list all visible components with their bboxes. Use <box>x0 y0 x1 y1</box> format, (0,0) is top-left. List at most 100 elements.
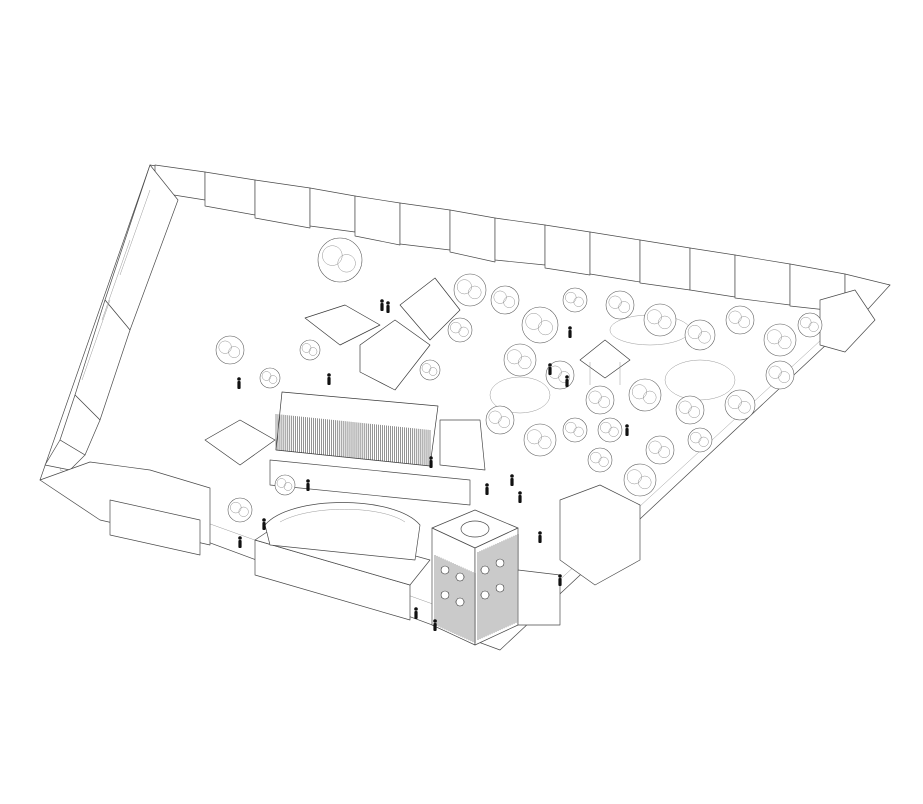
tree <box>562 287 588 313</box>
person-head <box>538 531 542 535</box>
tree <box>765 360 795 390</box>
trees <box>215 237 823 523</box>
people-figures <box>237 299 629 631</box>
tree-foliage <box>608 426 619 437</box>
person-body <box>414 611 418 619</box>
person-head <box>386 301 390 305</box>
tree <box>623 463 657 497</box>
tree-foliage <box>688 406 701 418</box>
person-head <box>558 574 562 578</box>
person-body <box>548 367 552 375</box>
person-head <box>429 456 433 460</box>
tree-foliage <box>618 301 631 313</box>
person-body <box>237 381 241 389</box>
tower-window <box>440 590 450 600</box>
tree <box>797 312 823 338</box>
person-body <box>625 428 629 436</box>
perimeter-buildings-west <box>44 164 179 471</box>
person-head <box>262 518 266 522</box>
person-body <box>238 540 242 548</box>
person-head <box>510 474 514 478</box>
tower-window <box>440 565 450 575</box>
person-body <box>485 487 489 495</box>
tree-foliage <box>598 396 611 408</box>
tree-foliage <box>308 347 318 356</box>
tree <box>453 273 487 307</box>
person-body <box>433 623 437 631</box>
person-head <box>327 373 331 377</box>
tree-foliage <box>698 436 709 447</box>
person-head <box>380 299 384 303</box>
tower-window <box>455 572 465 582</box>
tree-foliage <box>268 375 278 384</box>
central-hall <box>269 391 486 506</box>
tree <box>605 290 635 320</box>
tower-window <box>480 565 490 575</box>
person-body <box>262 522 266 530</box>
tree-foliage <box>598 456 609 467</box>
tree-foliage <box>468 285 482 300</box>
gabled-houses <box>204 277 461 466</box>
tree-foliage <box>283 482 293 491</box>
tower-window <box>455 597 465 607</box>
person-body <box>518 495 522 503</box>
person-head <box>518 491 522 495</box>
tree-foliage <box>558 371 571 383</box>
person-body <box>565 379 569 387</box>
person-head <box>306 479 310 483</box>
tree <box>521 306 559 344</box>
person-head <box>237 377 241 381</box>
tree <box>585 385 615 415</box>
tree <box>485 405 515 435</box>
tree <box>503 343 537 377</box>
person-head <box>238 536 242 540</box>
tree <box>687 427 713 453</box>
person-body <box>327 377 331 385</box>
tree <box>724 389 756 421</box>
perimeter-buildings-north <box>154 164 891 319</box>
tree <box>562 417 588 443</box>
tree <box>587 447 613 473</box>
tree-foliage <box>778 335 792 350</box>
tree <box>447 317 473 343</box>
person-body <box>380 303 384 311</box>
tree <box>628 378 662 412</box>
tree-foliage <box>573 296 584 307</box>
tree-foliage <box>518 355 532 370</box>
tree-foliage <box>228 346 240 358</box>
tree <box>523 423 557 457</box>
perimeter-buildings-east <box>559 289 876 586</box>
tree-foliage <box>638 475 652 490</box>
tree <box>274 474 296 496</box>
person-body <box>510 478 514 486</box>
person-head <box>548 363 552 367</box>
open-air-stage <box>264 502 421 561</box>
tree-foliage <box>698 331 711 344</box>
tree-foliage <box>573 426 584 437</box>
tree <box>643 303 677 337</box>
tower-window <box>495 583 505 593</box>
tree-foliage <box>428 367 438 376</box>
tree <box>645 435 675 465</box>
person-body <box>568 330 572 338</box>
tree <box>684 319 716 351</box>
tree-foliage <box>658 315 672 330</box>
person-head <box>625 424 629 428</box>
tree-foliage <box>238 506 249 517</box>
tree <box>763 323 797 357</box>
tree <box>490 285 520 315</box>
tree-foliage <box>458 326 469 337</box>
tree-foliage <box>658 446 671 458</box>
tree <box>227 497 253 523</box>
tower <box>431 509 561 646</box>
person-head <box>414 607 418 611</box>
tree <box>215 335 245 365</box>
tree-foliage <box>538 435 552 450</box>
person-body <box>558 578 562 586</box>
tree <box>597 417 623 443</box>
tree <box>317 237 363 283</box>
tree-foliage <box>738 316 751 328</box>
tree-foliage <box>503 296 516 308</box>
